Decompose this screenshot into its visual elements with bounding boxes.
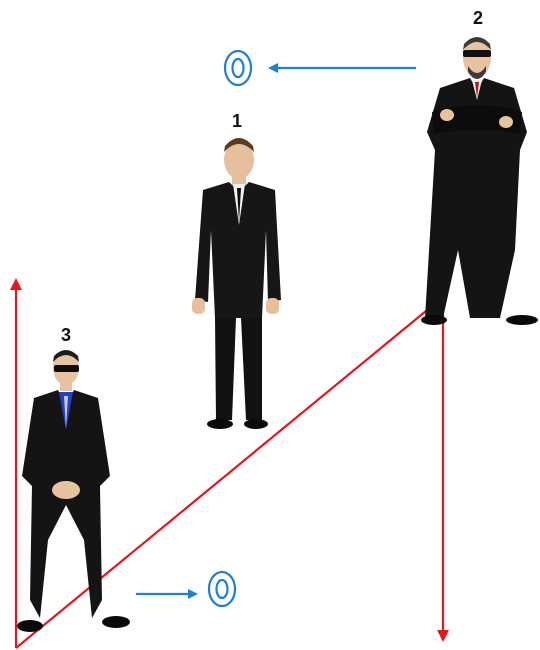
person-3-guard-sunglasses [17,350,130,632]
red-geometry [10,278,449,649]
person-2-bodyguard-arms-crossed [421,37,538,325]
eye-ring-icon [207,570,237,608]
label-figure-1: 1 [232,111,242,131]
label-figure-3: 3 [61,325,71,345]
red-diagonal-line [15,296,444,649]
label-figure-2: 2 [473,8,483,28]
eye-ring-icon [223,49,253,87]
person-1-businessman [192,138,281,429]
